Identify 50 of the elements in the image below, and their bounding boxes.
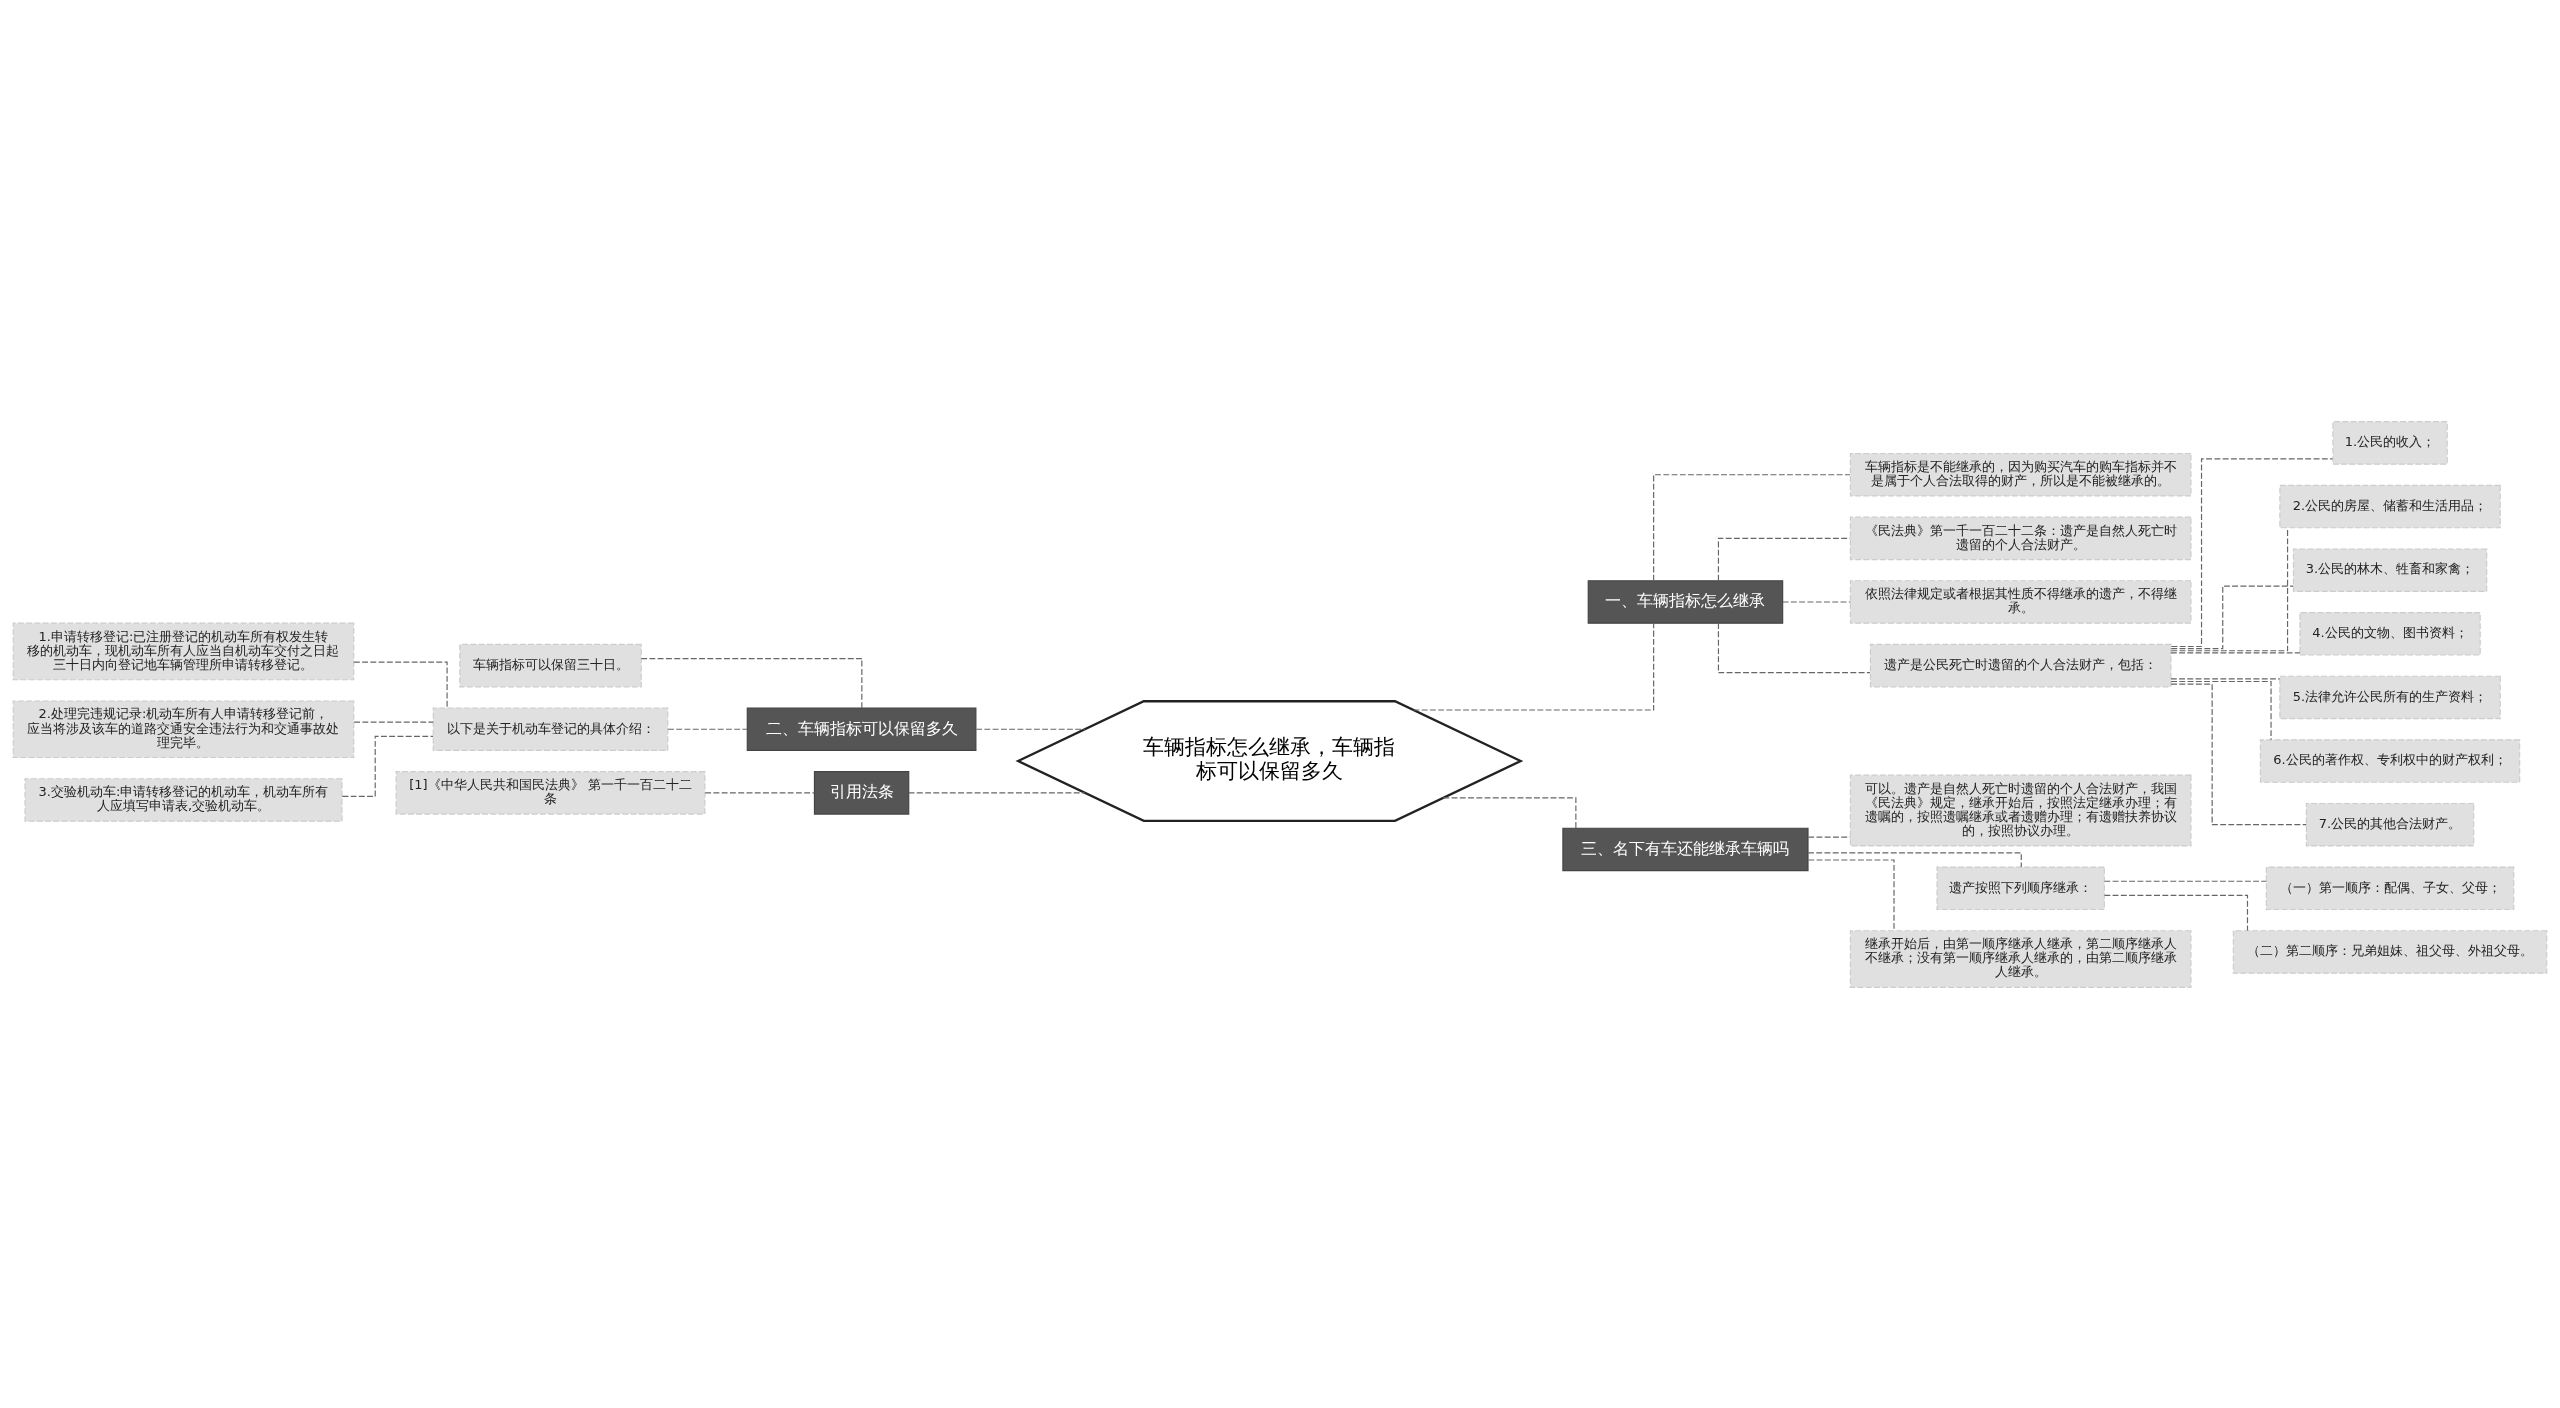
connector (2170, 651, 2301, 653)
connector (1653, 473, 1851, 581)
node-box: 以下是关于机动车登记的具体介绍： (432, 706, 669, 751)
node-box: 《民法典》第一千一百二十二条：遗产是自然人死亡时遗留的个人合法财产。 (1849, 516, 2192, 560)
connector (1412, 622, 1655, 711)
connector (341, 735, 434, 797)
connector (2170, 585, 2294, 649)
connector (2170, 680, 2272, 740)
node-box: 遗产是公民死亡时遗留的个人合法财产，包括： (1869, 643, 2172, 687)
node-box: 三、名下有车还能继承车辆吗 (1562, 827, 1809, 871)
node-box: 2.公民的房屋、储蓄和生活用品； (2279, 484, 2501, 528)
node-box: 可以。遗产是自然人死亡时遗留的个人合法财产，我国《民法典》规定，继承开始后，按照法定继承办理；有遗嘱的，按照遗嘱继承或者遗赠办理；有遗赠扶养协议的，按照协议办理。 (1849, 774, 2192, 846)
connector (975, 728, 1086, 730)
node-box: 1.申请转移登记:已注册登记的机动车所有权发生转移的机动车，现机动车所有人应当自机动车交付之日起三十日内向登记地车辆管理所申请转移登记。 (12, 622, 355, 680)
connector (1717, 622, 1871, 673)
node-box: 5.法律允许公民所有的生产资料； (2279, 675, 2501, 719)
node-box: 依照法律规定或者根据其性质不得继承的遗产，不得继承。 (1849, 579, 2192, 624)
node-box: 3.公民的林木、牲畜和家禽； (2292, 547, 2488, 592)
node-box: 一、车辆指标怎么继承 (1587, 579, 1784, 624)
connector (1807, 835, 1851, 838)
connector (640, 657, 863, 709)
node-box: （一）第一顺序：配偶、子女、父母； (2265, 866, 2515, 910)
connector (1717, 537, 1851, 581)
node-box: 遗产按照下列顺序继承： (1936, 866, 2105, 910)
connector (1807, 851, 2022, 868)
node-box: 6.公民的著作权、专利权中的财产权利； (2259, 738, 2521, 783)
connector (1807, 858, 1895, 931)
connector (353, 721, 434, 723)
node-box: [1]《中华人民共和国民法典》 第一千一百二十二条 (395, 770, 706, 815)
node-box: （二）第二顺序：兄弟姐妹、祖父母、外祖父母。 (2232, 929, 2548, 974)
connector (2103, 880, 2267, 882)
connector (667, 728, 748, 730)
connector (2170, 683, 2307, 825)
connector (353, 661, 448, 709)
node-box: 3.交验机动车:申请转移登记的机动车，机动车所有人应填写申请表,交验机动车。 (24, 777, 343, 822)
connector (2170, 457, 2334, 647)
node-box: 7.公民的其他合法财产。 (2305, 802, 2475, 846)
node-box: 继承开始后，由第一顺序继承人继承，第二顺序继承人不继承；没有第一顺序继承人继承的，由第二顺序继承人继承。 (1849, 929, 2192, 988)
node-box: 车辆指标是不能继承的，因为购买汽车的购车指标并不是属于个人合法取得的财产，所以是不能被继承的。 (1849, 452, 2192, 497)
node-box: 2.处理完违规记录:机动车所有人申请转移登记前，应当将涉及该车的道路交通安全违法行为和交通事故处理完毕。 (12, 699, 355, 758)
connector (2103, 894, 2249, 931)
connector (1782, 600, 1851, 603)
node-box: 1.公民的收入； (2332, 420, 2448, 465)
connector (2170, 677, 2281, 679)
node-box: 引用法条 (813, 770, 910, 815)
connector (704, 791, 815, 793)
connector (908, 791, 1086, 793)
node-box: 4.公民的文物、图书资料； (2299, 611, 2481, 656)
node-box: 二、车辆指标可以保留多久 (746, 706, 977, 751)
node-box: 车辆指标可以保留三十日。 (459, 643, 642, 687)
